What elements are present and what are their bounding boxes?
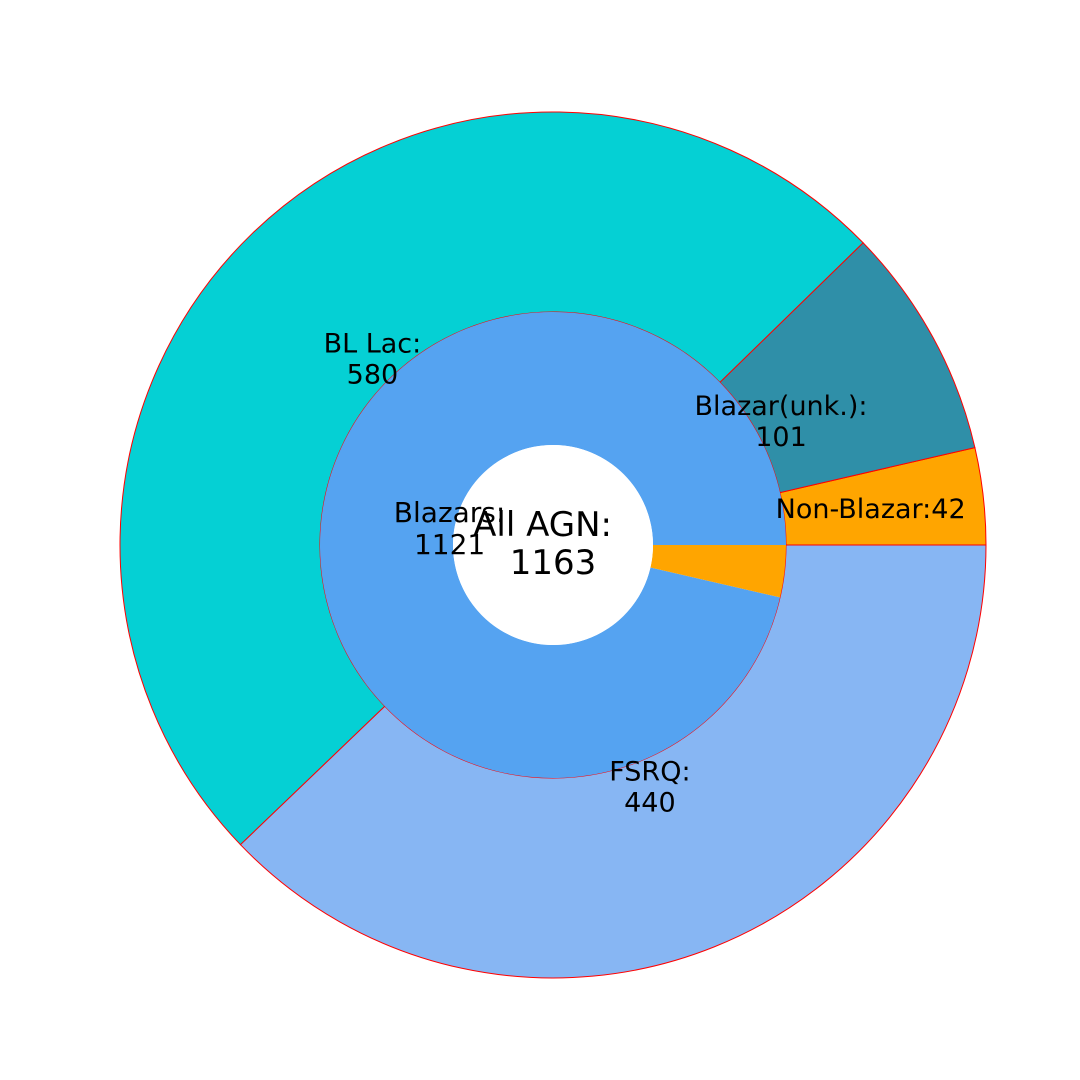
center-hole (453, 445, 653, 645)
inner-slice-non-blazar (650, 545, 786, 598)
inner-ring (319, 312, 786, 779)
outer-label-fsrq: FSRQ:440 (609, 757, 690, 819)
outer-label-bl-lac-line2: 580 (347, 360, 399, 391)
outer-label-fsrq-line2: 440 (624, 788, 676, 819)
center-label: All AGN: 1163 (473, 505, 623, 583)
center-label-title: All AGN: (473, 505, 612, 545)
inner-slice-blazars (319, 312, 786, 779)
outer-ring (119, 111, 987, 979)
slice-labels: Non-Blazar:42 Blazar(unk.):101 BL Lac:580F… (324, 329, 966, 819)
outer-label-blazar-unk: Blazar(unk.):101 (695, 391, 868, 453)
outer-label-blazar-unk-line1: Blazar(unk.): (695, 391, 868, 422)
outer-label-non-blazar-line1: Non-Blazar:42 (776, 494, 966, 525)
center-label-total: 1163 (510, 543, 597, 583)
inner-label-blazars-line1: Blazars: (394, 496, 506, 529)
inner-label-blazars-line2: 1121 (414, 528, 485, 561)
outer-label-fsrq-line1: FSRQ: (609, 757, 690, 788)
outer-label-blazar-unk-line2: 101 (755, 422, 807, 453)
outer-label-non-blazar: Non-Blazar:42 (776, 494, 966, 525)
outer-label-bl-lac: BL Lac:580 (324, 329, 422, 391)
inner-label-blazars: Blazars:1121 (394, 496, 506, 561)
outer-label-bl-lac-line1: BL Lac: (324, 329, 422, 360)
